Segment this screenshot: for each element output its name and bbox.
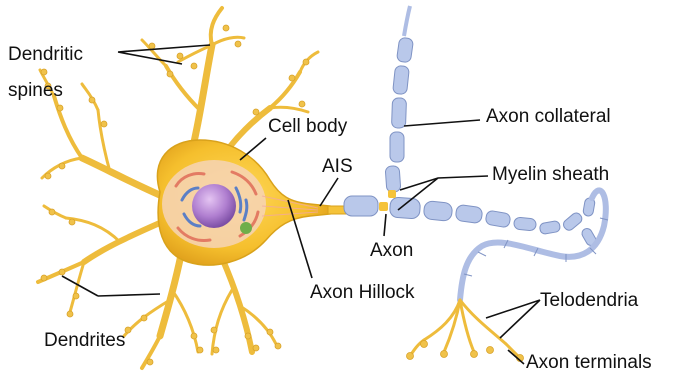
- axon-collateral-myelin: [385, 37, 413, 192]
- label-dendrites: Dendrites: [44, 330, 125, 352]
- label-axon-collateral: Axon collateral: [486, 106, 611, 128]
- label-dendritic-spines-line1: Dendritic: [8, 37, 83, 73]
- label-ais: AIS: [322, 156, 353, 178]
- leader-cell-body: [240, 138, 266, 160]
- label-myelin-sheath: Myelin sheath: [492, 164, 609, 186]
- leader-axon-collateral: [404, 120, 480, 126]
- label-dendritic-spines-line2: spines: [8, 73, 83, 109]
- cell-body: [157, 140, 330, 265]
- label-axon: Axon: [370, 240, 413, 262]
- leader-axon: [384, 214, 386, 236]
- telodendria: [410, 300, 520, 358]
- leader-ais: [320, 178, 338, 206]
- axon-collateral-tip: [404, 6, 410, 36]
- label-axon-terminals: Axon terminals: [526, 352, 652, 374]
- label-dendritic-spines: Dendritic spines: [8, 37, 83, 109]
- nucleus: [192, 184, 236, 228]
- label-cell-body: Cell body: [268, 116, 347, 138]
- axon-initial-segment: [328, 206, 346, 214]
- label-telodendria: Telodendria: [540, 290, 638, 312]
- leader-dendritic-spines: [118, 45, 210, 64]
- mitochondrion: [240, 222, 252, 234]
- label-axon-hillock: Axon Hillock: [310, 282, 415, 304]
